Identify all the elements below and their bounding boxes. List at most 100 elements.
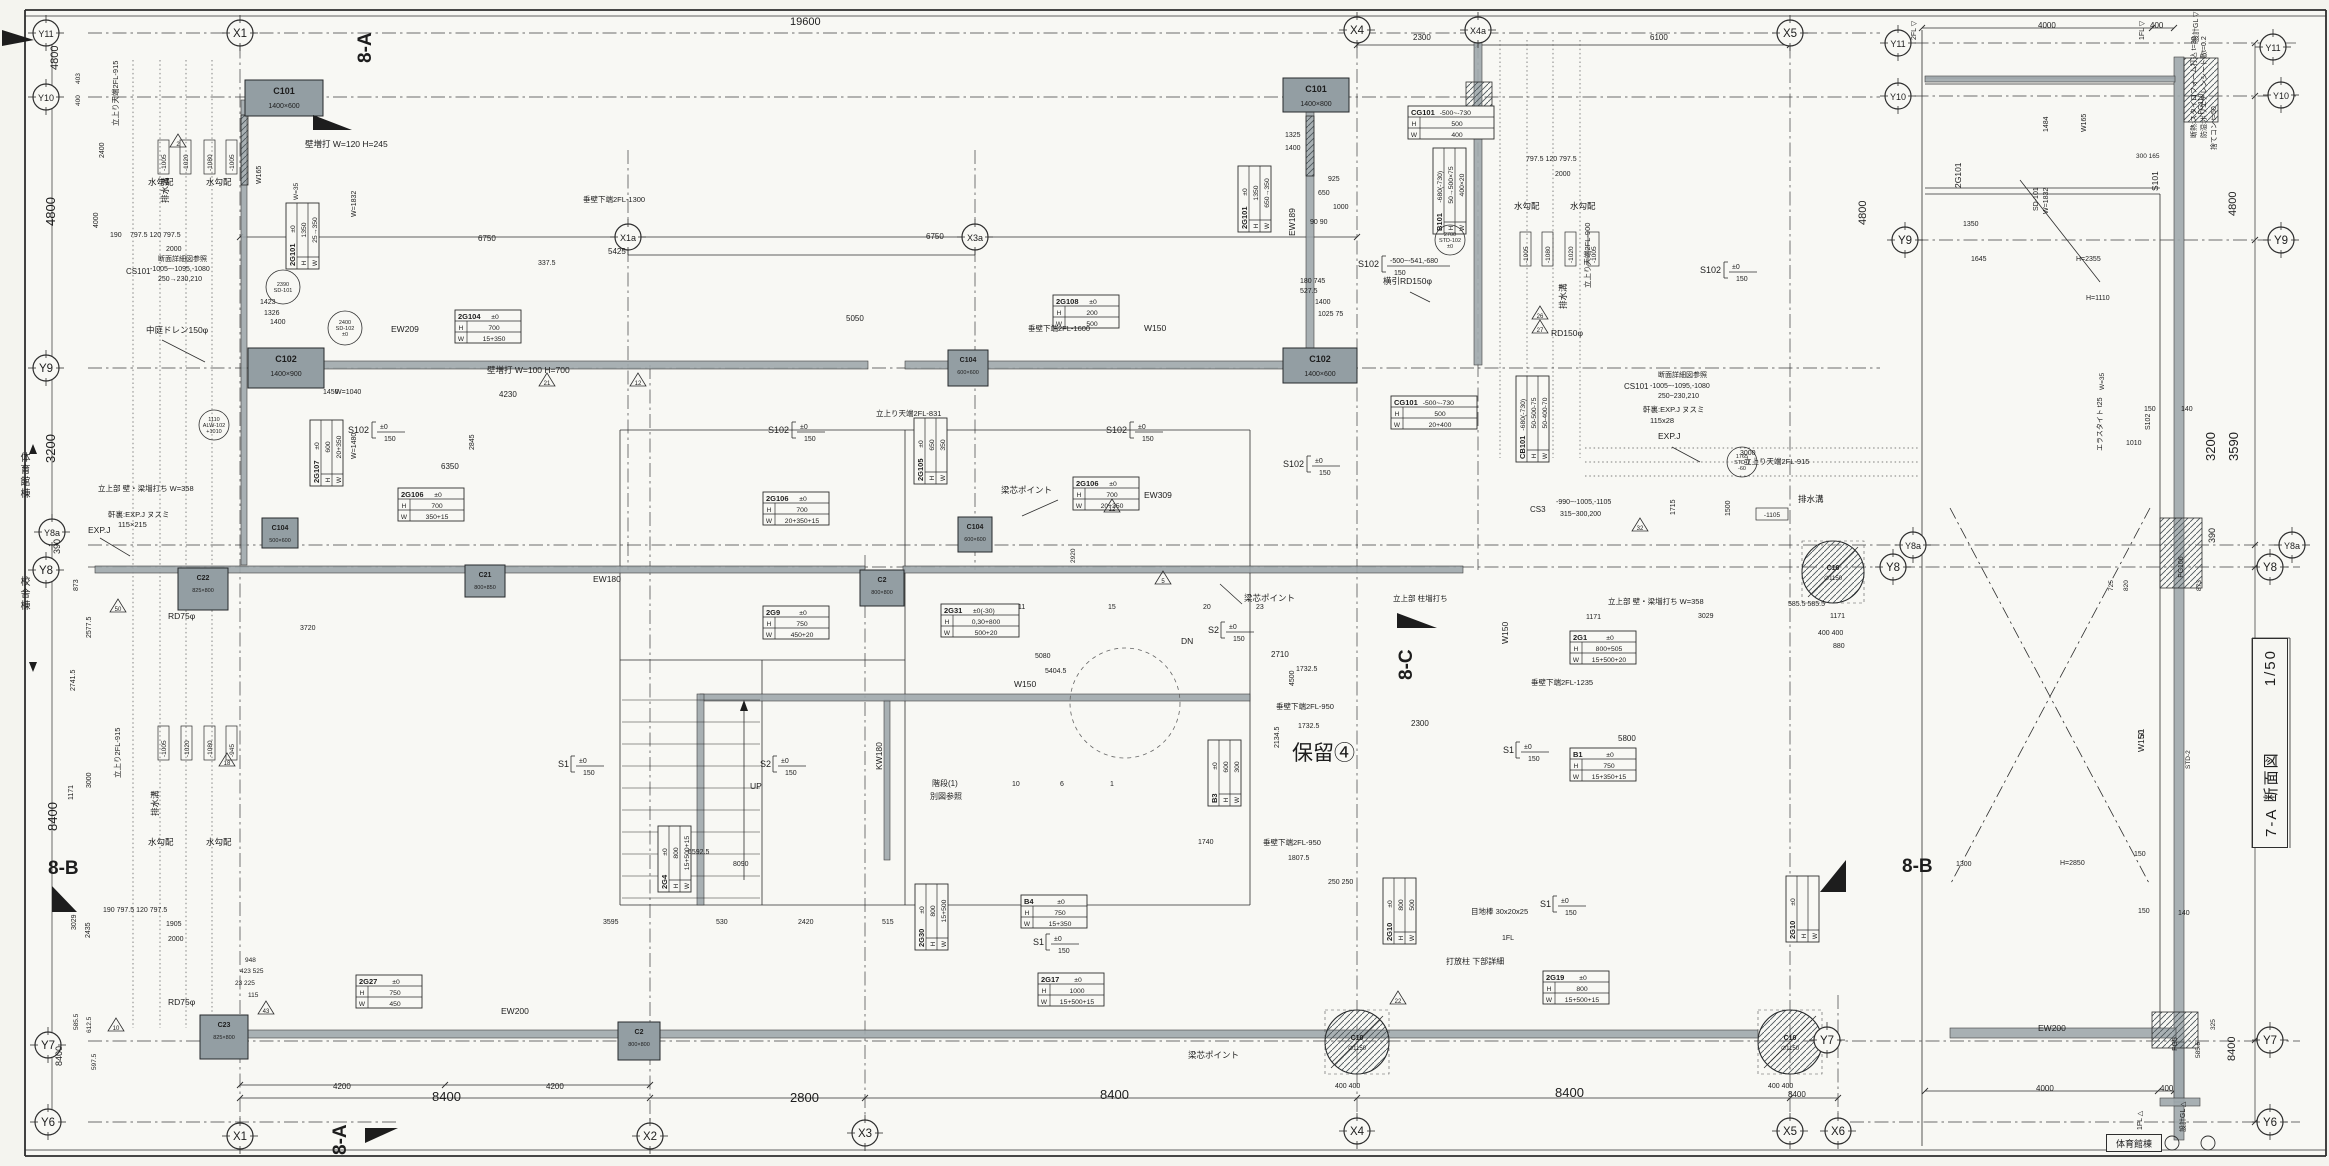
beam-tag-text: 2G106 bbox=[1076, 479, 1099, 488]
dimension-text: 6350 bbox=[441, 462, 459, 471]
wall bbox=[883, 699, 891, 861]
dimension-text: 1171 bbox=[68, 785, 75, 800]
dimension-tick bbox=[1353, 233, 1361, 241]
level-tag-box bbox=[203, 725, 216, 761]
dimension-text: 190 bbox=[110, 232, 122, 239]
level-tag: -1020 bbox=[1568, 246, 1575, 263]
dimension-text: 11 bbox=[1018, 604, 1025, 611]
section-mark-arrow bbox=[1397, 613, 1437, 628]
dimension-text: 3720 bbox=[300, 625, 316, 632]
dimension-text: 880 bbox=[1833, 643, 1845, 650]
beam-tag-text: ±0 bbox=[290, 225, 297, 233]
detail-circle-text: 2400 bbox=[339, 320, 351, 326]
beam-tag-box bbox=[1569, 630, 1637, 665]
beam-tag-text: 800 bbox=[930, 905, 937, 917]
beam-tag-text: ±0 bbox=[1089, 299, 1097, 306]
section-mark-label: 8-B bbox=[1902, 856, 1933, 877]
beam-tag-box bbox=[1037, 972, 1105, 1007]
dimension-text: 2741.5 bbox=[70, 669, 77, 691]
dimension-text: 180 745 bbox=[1300, 278, 1325, 285]
level-tag-box bbox=[203, 139, 216, 175]
grid-bubble-label: Y9 bbox=[39, 363, 53, 375]
note-label: 立上部 壁・梁増打ち W=358 bbox=[1608, 596, 1704, 606]
triangle-mark bbox=[538, 372, 556, 387]
dimension-text: 2420 bbox=[798, 919, 814, 926]
slab-tag-id: S2 bbox=[760, 759, 771, 769]
note-label: 水勾配 bbox=[148, 177, 174, 187]
beam-tag-text: 700 bbox=[488, 325, 500, 332]
beam-tag-text: W bbox=[1264, 222, 1271, 229]
note-label: 断面詳細図参照 bbox=[1658, 370, 1707, 379]
beam-tag-box bbox=[1020, 894, 1088, 929]
note-label: 垂壁下端2FL-1600 bbox=[1028, 323, 1090, 333]
dimension-text: 515 bbox=[882, 919, 894, 926]
dimension-text: 8400 bbox=[1788, 1090, 1806, 1099]
dimension-text: 612.5 bbox=[86, 1016, 93, 1033]
beam-tag-text: ±0(-30) bbox=[973, 608, 995, 615]
beam-tag-text: 0,30+800 bbox=[972, 619, 1001, 626]
dimension-text: 4800 bbox=[2227, 192, 2239, 216]
beam-tag-text: 15+350+15 bbox=[1592, 774, 1627, 781]
note-label: W165 bbox=[2081, 114, 2088, 132]
arrow-poly bbox=[29, 662, 37, 672]
dimension-text: 19600 bbox=[790, 16, 821, 28]
grid-bubble-label: Y11 bbox=[38, 29, 53, 39]
column bbox=[244, 79, 324, 117]
note-label: 中庭ドレン150φ bbox=[146, 325, 209, 335]
note-label: EW209 bbox=[391, 324, 419, 334]
dimension-text: 3200 bbox=[2203, 432, 2218, 461]
slab-tag-thickness: 150 bbox=[1233, 636, 1245, 643]
dimension-tick bbox=[2251, 39, 2259, 47]
dimension-text: 400 bbox=[2160, 1084, 2174, 1093]
triangle-mark-number: 27 bbox=[1537, 328, 1544, 334]
hatched-footing bbox=[240, 114, 249, 186]
note-label: EXP.J bbox=[88, 525, 111, 535]
beam-tag-text: 750 bbox=[389, 990, 401, 997]
dimension-text: 1423 bbox=[260, 299, 276, 306]
dimension-tick bbox=[236, 1094, 244, 1102]
beam-tag-text: 2G19 bbox=[1546, 973, 1564, 982]
arrow-poly bbox=[29, 444, 37, 454]
note-label: 水勾配 bbox=[206, 837, 232, 847]
grid-bubble-label: Y6 bbox=[41, 1117, 55, 1129]
dimension-text: 300 165 bbox=[2136, 153, 2160, 160]
dimension-text: 4000 bbox=[93, 212, 100, 228]
dimension-text: 400 bbox=[2150, 21, 2164, 30]
dimension-text: 20 bbox=[1203, 604, 1211, 611]
column-size: 825×800 bbox=[213, 1035, 235, 1041]
note-label: 横引RD150φ bbox=[1383, 276, 1432, 286]
column-mark: C101 bbox=[1305, 84, 1327, 94]
grid-bubble-label: Y7 bbox=[2263, 1035, 2277, 1047]
triangle-mark bbox=[1154, 570, 1172, 585]
dimension-text: 4200 bbox=[333, 1082, 351, 1091]
beam-tag-text: W bbox=[1076, 503, 1083, 510]
note-label: 250→230,210 bbox=[158, 276, 202, 283]
dimension-tick bbox=[861, 1094, 869, 1102]
grid-bubble-label: X4 bbox=[1350, 1126, 1365, 1138]
dimension-text: 4800 bbox=[49, 46, 61, 70]
beam-tag-text: H bbox=[1801, 933, 1808, 938]
dimension-text: 797.5 120 797.5 bbox=[1526, 156, 1577, 163]
column-size: 1400×600 bbox=[1304, 371, 1335, 378]
beam-tag-text: ±0 bbox=[434, 492, 442, 499]
column-size: 600×600 bbox=[964, 537, 986, 543]
column-size: ∅1150 bbox=[1824, 575, 1843, 582]
beam-tag-text: W bbox=[1041, 999, 1048, 1006]
dimension-text: 1025 75 bbox=[1318, 311, 1343, 318]
note-label: W150 bbox=[1144, 323, 1166, 333]
beam-tag-box bbox=[762, 605, 830, 640]
note-label: 別図参照 bbox=[930, 791, 962, 801]
beam-tag-text: 200 bbox=[1086, 310, 1098, 317]
note-label: EXP.J bbox=[1658, 431, 1681, 441]
slab-tag-level: ±0 bbox=[1229, 624, 1237, 631]
dimension-text: 1732.5 bbox=[1296, 666, 1318, 673]
margin-label-gym: 体育館棟 bbox=[18, 452, 29, 500]
dimension-text: 4800 bbox=[1857, 201, 1869, 225]
note-label: 排水溝 bbox=[160, 177, 170, 203]
dimension-text: 1000 bbox=[1333, 204, 1349, 211]
dimension-text: 948 bbox=[245, 957, 256, 964]
beam-tag-text: ±0 bbox=[1606, 635, 1614, 642]
